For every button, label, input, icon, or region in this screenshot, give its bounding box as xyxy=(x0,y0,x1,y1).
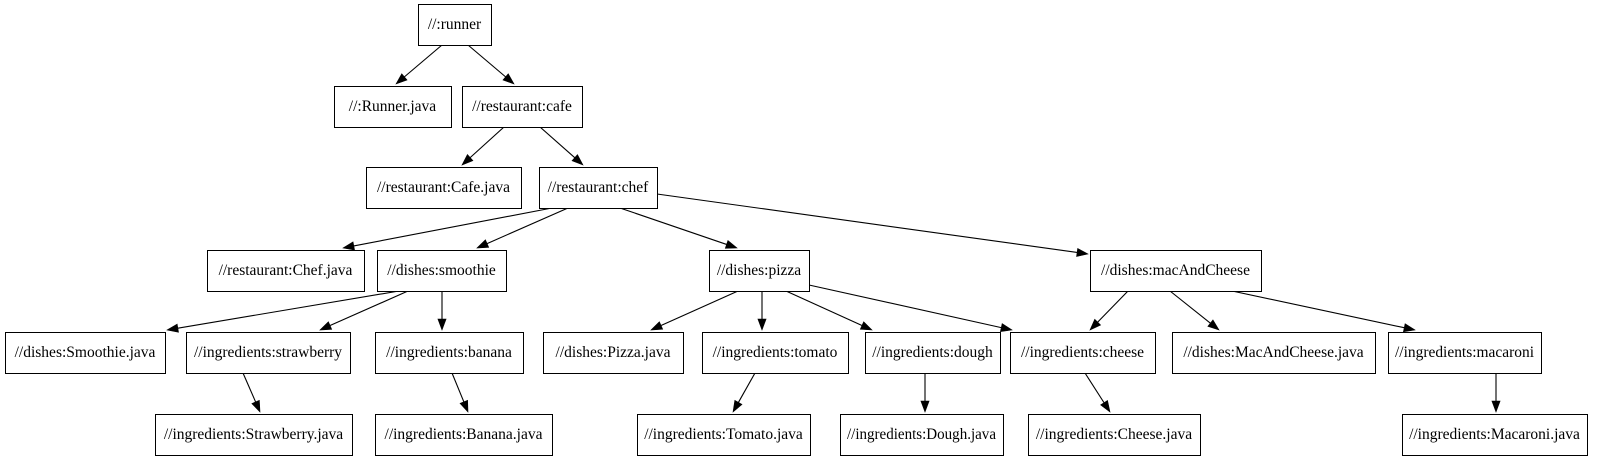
node-label-pizza: //dishes:pizza xyxy=(717,262,801,279)
edge-runner-to-runner_java xyxy=(395,44,443,85)
node-chef_java[interactable]: //restaurant:Chef.java xyxy=(207,250,365,292)
node-box-cheese[interactable] xyxy=(1010,332,1156,374)
node-box-pizza[interactable] xyxy=(709,250,810,292)
node-box-pizza_java[interactable] xyxy=(543,332,684,374)
node-box-chef_java[interactable] xyxy=(207,250,365,292)
node-macaroni[interactable]: //ingredients:macaroni xyxy=(1388,332,1542,374)
edge-macandcheese-to-cheese xyxy=(1089,290,1129,331)
edge-macandcheese-to-macaroni xyxy=(1217,287,1416,333)
edge-chef-to-chef_java xyxy=(342,207,553,251)
edge-macandcheese-to-macandcheese_java xyxy=(1169,290,1220,331)
edge-chef-to-pizza xyxy=(619,207,738,249)
node-layer: //:runner //:Runner.java //restaurant:cafe… xyxy=(5,4,1588,456)
node-label-chef_java: //restaurant:Chef.java xyxy=(219,262,353,279)
node-label-dough_java: //ingredients:Dough.java xyxy=(847,426,996,443)
edge-dough-to-dough_java xyxy=(920,373,930,413)
node-label-cheese_java: //ingredients:Cheese.java xyxy=(1036,426,1192,443)
node-box-tomato[interactable] xyxy=(702,332,849,374)
edge-smoothie-to-strawberry xyxy=(319,290,409,331)
edge-layer xyxy=(166,44,1501,413)
node-label-strawberry_java: //ingredients:Strawberry.java xyxy=(164,426,343,443)
node-box-chef[interactable] xyxy=(539,167,658,209)
node-box-macandcheese_java[interactable] xyxy=(1172,332,1376,374)
node-box-strawberry[interactable] xyxy=(186,332,351,374)
node-box-cafe_java[interactable] xyxy=(366,167,522,209)
node-label-dough: //ingredients:dough xyxy=(872,344,993,361)
edge-strawberry-to-strawberry_java xyxy=(242,372,261,413)
node-runner[interactable]: //:runner xyxy=(418,4,492,46)
node-label-runner_java: //:Runner.java xyxy=(349,98,437,115)
node-tomato[interactable]: //ingredients:tomato xyxy=(702,332,849,374)
node-pizza[interactable]: //dishes:pizza xyxy=(709,250,810,292)
node-smoothie[interactable]: //dishes:smoothie xyxy=(377,250,507,292)
node-chef[interactable]: //restaurant:chef xyxy=(539,167,658,209)
node-box-banana[interactable] xyxy=(375,332,524,374)
node-strawberry_java[interactable]: //ingredients:Strawberry.java xyxy=(155,414,353,456)
node-box-dough_java[interactable] xyxy=(840,414,1004,456)
node-label-macandcheese: //dishes:macAndCheese xyxy=(1101,262,1250,279)
node-label-macaroni: //ingredients:macaroni xyxy=(1395,344,1535,361)
node-cafe[interactable]: //restaurant:cafe xyxy=(462,86,583,128)
node-runner_java[interactable]: //:Runner.java xyxy=(334,86,452,128)
edge-cafe-to-cafe_java xyxy=(461,126,505,166)
node-cheese_java[interactable]: //ingredients:Cheese.java xyxy=(1028,414,1201,456)
node-box-runner[interactable] xyxy=(418,4,492,46)
node-label-pizza_java: //dishes:Pizza.java xyxy=(556,344,671,361)
edge-chef-to-smoothie xyxy=(476,207,569,249)
node-box-smoothie_java[interactable] xyxy=(5,332,166,374)
node-box-tomato_java[interactable] xyxy=(637,414,811,456)
node-strawberry[interactable]: //ingredients:strawberry xyxy=(186,332,351,374)
node-label-banana_java: //ingredients:Banana.java xyxy=(385,426,543,443)
edge-pizza-to-pizza_java xyxy=(650,290,739,331)
node-macandcheese_java[interactable]: //dishes:MacAndCheese.java xyxy=(1172,332,1376,374)
node-label-cafe: //restaurant:cafe xyxy=(472,98,572,115)
edge-tomato-to-tomato_java xyxy=(732,372,756,413)
node-banana_java[interactable]: //ingredients:Banana.java xyxy=(375,414,553,456)
edge-cheese-to-cheese_java xyxy=(1084,372,1111,413)
node-cheese[interactable]: //ingredients:cheese xyxy=(1010,332,1156,374)
node-box-cafe[interactable] xyxy=(462,86,583,128)
node-label-chef: //restaurant:chef xyxy=(548,179,650,196)
edge-pizza-to-tomato xyxy=(757,291,767,331)
node-label-cheese: //ingredients:cheese xyxy=(1021,344,1144,361)
node-box-macaroni_java[interactable] xyxy=(1402,414,1588,456)
node-box-cheese_java[interactable] xyxy=(1028,414,1201,456)
edge-macaroni-to-macaroni_java xyxy=(1491,373,1501,413)
node-box-smoothie[interactable] xyxy=(377,250,507,292)
node-smoothie_java[interactable]: //dishes:Smoothie.java xyxy=(5,332,166,374)
edge-smoothie-to-banana xyxy=(437,291,447,331)
node-cafe_java[interactable]: //restaurant:Cafe.java xyxy=(366,167,522,209)
node-label-smoothie: //dishes:smoothie xyxy=(387,262,496,279)
node-pizza_java[interactable]: //dishes:Pizza.java xyxy=(543,332,684,374)
node-label-tomato: //ingredients:tomato xyxy=(713,344,838,361)
edge-chef-to-macandcheese xyxy=(656,193,1089,257)
node-label-macandcheese_java: //dishes:MacAndCheese.java xyxy=(1183,344,1363,361)
node-box-macaroni[interactable] xyxy=(1388,332,1542,374)
node-dough[interactable]: //ingredients:dough xyxy=(865,332,1001,374)
edge-pizza-to-dough xyxy=(785,290,873,331)
node-label-runner: //:runner xyxy=(428,16,482,33)
node-label-smoothie_java: //dishes:Smoothie.java xyxy=(15,344,156,361)
node-tomato_java[interactable]: //ingredients:Tomato.java xyxy=(637,414,811,456)
node-label-strawberry: //ingredients:strawberry xyxy=(194,344,342,361)
node-banana[interactable]: //ingredients:banana xyxy=(375,332,524,374)
edge-cafe-to-chef xyxy=(539,126,584,166)
edge-banana-to-banana_java xyxy=(451,372,469,413)
node-label-cafe_java: //restaurant:Cafe.java xyxy=(377,179,510,196)
node-box-runner_java[interactable] xyxy=(334,86,452,128)
node-macaroni_java[interactable]: //ingredients:Macaroni.java xyxy=(1402,414,1588,456)
edge-runner-to-cafe xyxy=(467,44,515,85)
node-box-strawberry_java[interactable] xyxy=(155,414,353,456)
node-label-macaroni_java: //ingredients:Macaroni.java xyxy=(1409,426,1580,443)
node-box-macandcheese[interactable] xyxy=(1090,250,1262,292)
edge-smoothie-to-smoothie_java xyxy=(166,290,400,333)
node-box-banana_java[interactable] xyxy=(375,414,553,456)
node-label-tomato_java: //ingredients:Tomato.java xyxy=(644,426,803,443)
node-box-dough[interactable] xyxy=(865,332,1001,374)
edge-pizza-to-cheese xyxy=(808,284,1013,332)
node-label-banana: //ingredients:banana xyxy=(386,344,512,361)
node-macandcheese[interactable]: //dishes:macAndCheese xyxy=(1090,250,1262,292)
node-dough_java[interactable]: //ingredients:Dough.java xyxy=(840,414,1004,456)
